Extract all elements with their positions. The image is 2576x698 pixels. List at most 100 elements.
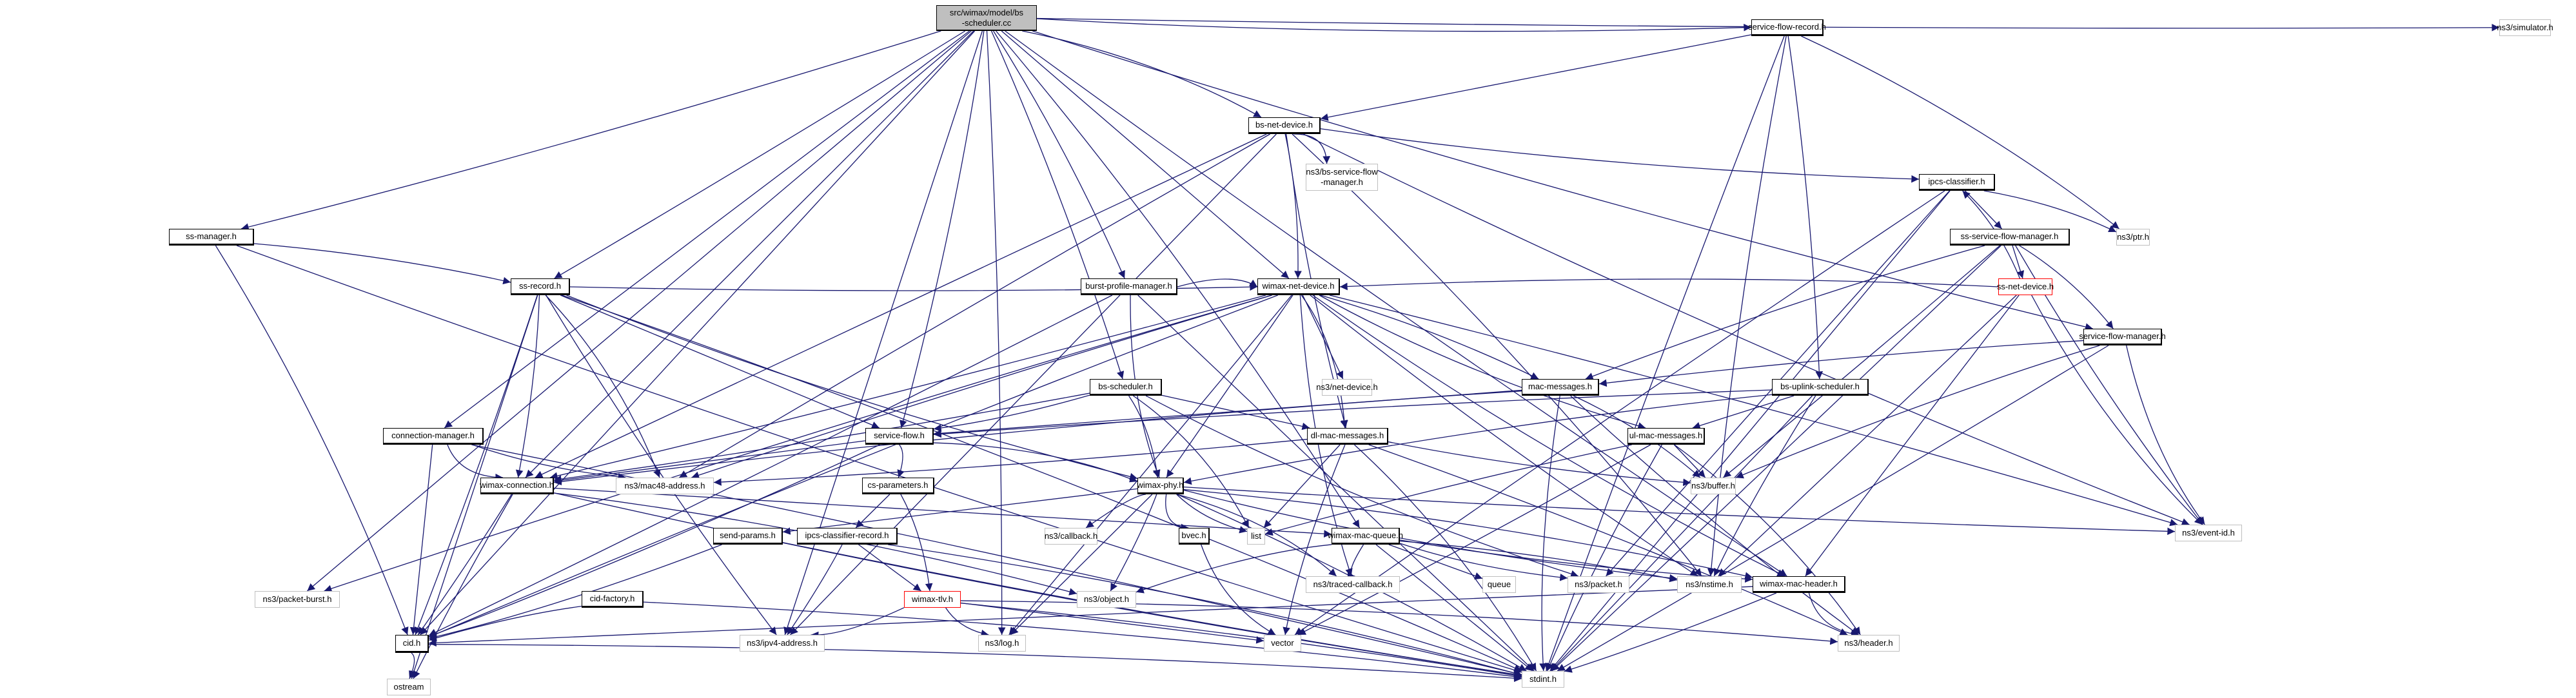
node-send-params[interactable]: send-params.h	[713, 528, 783, 545]
node-ns3-net-device: ns3/net-device.h	[1316, 379, 1378, 396]
node-ns3-ptr: ns3/ptr.h	[2116, 229, 2150, 246]
node-label: ns3/buffer.h	[1691, 481, 1735, 490]
edge-bs-uplink-scheduler-to-ul-mac-messages	[1692, 395, 1794, 430]
node-cs-parameters[interactable]: cs-parameters.h	[862, 478, 934, 494]
edge-mac-messages-to-wimax-connection	[553, 391, 1522, 485]
node-wimax-connection[interactable]: wimax-connection.h	[480, 478, 554, 494]
edge-bs-net-device-to-wimax-net-device	[1284, 133, 1302, 279]
edge-bs-scheduler-to-wimax-connection	[553, 393, 1090, 483]
node-label: src/wimax/model/bs -scheduler.cc	[949, 7, 1024, 28]
node-wimax-mac-header[interactable]: wimax-mac-header.h	[1753, 576, 1845, 593]
node-label: send-params.h	[720, 530, 776, 540]
edge-service-flow-to-wimax-phy	[933, 442, 1138, 483]
edge-service-flow-manager-to-stdint	[1557, 345, 2109, 672]
node-ss-record[interactable]: ss-record.h	[511, 278, 570, 295]
node-ns3-mac48-address: ns3/mac48-address.h	[616, 478, 714, 494]
node-connection-manager[interactable]: connection-manager.h	[383, 428, 484, 445]
edge-wimax-mac-header-to-ns3-header	[1808, 592, 1859, 638]
edge-bs-uplink-scheduler-to-ns3-nstime	[1713, 395, 1816, 577]
node-dl-mac-messages[interactable]: dl-mac-messages.h	[1307, 428, 1388, 445]
node-ss-net-device[interactable]: ss-net-device.h	[1997, 278, 2054, 295]
edge-wimax-phy-to-list	[1176, 494, 1248, 534]
node-ss-manager[interactable]: ss-manager.h	[169, 229, 254, 246]
edge-wimax-mac-queue-to-stdint	[1375, 544, 1533, 672]
node-label: ns3/event-id.h	[2182, 528, 2235, 538]
node-label: ss-service-flow-manager.h	[1960, 231, 2059, 241]
edge-ss-record-to-service-flow	[560, 295, 880, 429]
edge-service-flow-to-wimax-connection	[553, 440, 866, 484]
node-label: ns3/traced-callback.h	[1313, 579, 1393, 589]
node-queue: queue	[1482, 576, 1516, 593]
edge-wimax-net-device-to-wimax-mac-header	[1312, 295, 1785, 577]
edge-service-flow-to-cid	[428, 444, 880, 638]
node-label: ul-mac-messages.h	[1629, 431, 1703, 440]
node-label: ns3/net-device.h	[1316, 382, 1378, 392]
node-cid-factory[interactable]: cid-factory.h	[582, 591, 644, 608]
edge-dl-mac-messages-to-ns3-header	[1368, 444, 1848, 635]
edge-wimax-net-device-to-wimax-connection	[549, 295, 1266, 480]
edge-cid-factory-to-stdint	[643, 601, 1522, 681]
edge-bs-net-device-to-ns3-nstime	[1292, 133, 1702, 577]
edge-wimax-phy-to-bvec	[1165, 494, 1189, 532]
node-burst-profile-manager[interactable]: burst-profile-manager.h	[1081, 278, 1177, 295]
edge-wimax-phy-to-ns3-log	[1010, 494, 1153, 635]
node-wimax-phy[interactable]: wimax-phy.h	[1137, 478, 1184, 494]
node-bvec[interactable]: bvec.h	[1179, 528, 1210, 545]
node-bs-uplink-scheduler[interactable]: bs-uplink-scheduler.h	[1772, 379, 1869, 396]
edge-bs-net-device-to-ns3-mac48-address	[679, 133, 1270, 478]
edge-connection-manager-to-stdint	[471, 444, 1522, 677]
edge-wimax-mac-header-to-stdint	[1564, 592, 1777, 673]
node-label: bs-scheduler.h	[1098, 382, 1153, 391]
node-mac-messages[interactable]: mac-messages.h	[1522, 379, 1599, 396]
node-label: connection-manager.h	[391, 431, 475, 440]
edge-ul-mac-messages-to-stdint	[1546, 444, 1662, 672]
edge-ipcs-classifier-to-ss-service-flow-manager	[1965, 190, 2002, 229]
node-service-flow[interactable]: service-flow.h	[865, 428, 934, 445]
edge-send-params-to-stdint	[782, 542, 1522, 679]
edge-root-to-service-flow-manager	[1032, 30, 2093, 331]
node-label: vector	[1271, 638, 1294, 648]
node-wimax-net-device[interactable]: wimax-net-device.h	[1257, 278, 1340, 295]
node-ipcs-classifier-record[interactable]: ipcs-classifier-record.h	[797, 528, 898, 545]
edge-wimax-net-device-to-ul-mac-messages	[1319, 295, 1646, 430]
node-bs-net-device[interactable]: bs-net-device.h	[1248, 117, 1321, 134]
edge-bs-scheduler-to-ns3-packet	[1145, 395, 1579, 577]
node-wimax-mac-queue[interactable]: wimax-mac-queue.h	[1328, 528, 1403, 545]
node-ss-service-flow-manager[interactable]: ss-service-flow-manager.h	[1950, 229, 2070, 246]
node-wimax-tlv[interactable]: wimax-tlv.h	[904, 591, 961, 608]
node-label: queue	[1487, 579, 1511, 589]
node-service-flow-record[interactable]: service-flow-record.h	[1748, 19, 1826, 36]
edge-wimax-tlv-to-ns3-log	[945, 607, 989, 637]
edge-wimax-phy-to-ns3-nstime	[1183, 489, 1678, 582]
edge-service-flow-record-to-bs-uplink-scheduler	[1787, 35, 1824, 380]
edge-root-to-burst-profile-manager	[993, 30, 1125, 279]
edge-ul-mac-messages-to-vector	[1297, 444, 1651, 635]
node-ns3-buffer: ns3/buffer.h	[1691, 478, 1736, 494]
node-label: list	[1251, 531, 1261, 541]
node-label: ns3/nstime.h	[1686, 579, 1733, 589]
node-ul-mac-messages[interactable]: ul-mac-messages.h	[1627, 428, 1705, 445]
edge-wimax-tlv-to-ns3-ipv4-address	[811, 607, 905, 639]
node-service-flow-manager[interactable]: service-flow-manager.h	[2079, 329, 2166, 345]
edge-bs-scheduler-to-list	[1133, 395, 1250, 528]
node-bs-scheduler[interactable]: bs-scheduler.h	[1090, 379, 1162, 396]
edge-wimax-mac-queue-to-ns3-packet	[1399, 543, 1568, 581]
edge-root-to-ss-record	[554, 30, 966, 279]
edge-ul-mac-messages-to-list	[1264, 444, 1632, 536]
edge-ss-service-flow-manager-to-ss-net-device	[2012, 245, 2025, 279]
node-cid[interactable]: cid.h	[395, 635, 429, 653]
edge-ipcs-classifier-to-stdint	[1549, 190, 1951, 672]
node-ostream: ostream	[387, 679, 431, 695]
node-ns3-traced-callback: ns3/traced-callback.h	[1306, 576, 1400, 593]
edge-cs-parameters-to-ipcs-classifier-record	[855, 494, 890, 528]
node-label: wimax-net-device.h	[1262, 281, 1335, 291]
edge-ss-record-to-stdint	[561, 295, 1522, 672]
edge-ipcs-classifier-record-to-wimax-tlv	[858, 544, 921, 592]
edge-wimax-net-device-to-ns3-packet-burst	[324, 295, 1272, 592]
edge-service-flow-record-to-ns3-nstime	[1707, 35, 1787, 577]
edge-ss-service-flow-manager-to-service-flow-manager	[2019, 245, 2114, 329]
node-ipcs-classifier[interactable]: ipcs-classifier.h	[1919, 174, 1995, 191]
edge-ss-service-flow-manager-to-stdint	[1551, 245, 2001, 672]
